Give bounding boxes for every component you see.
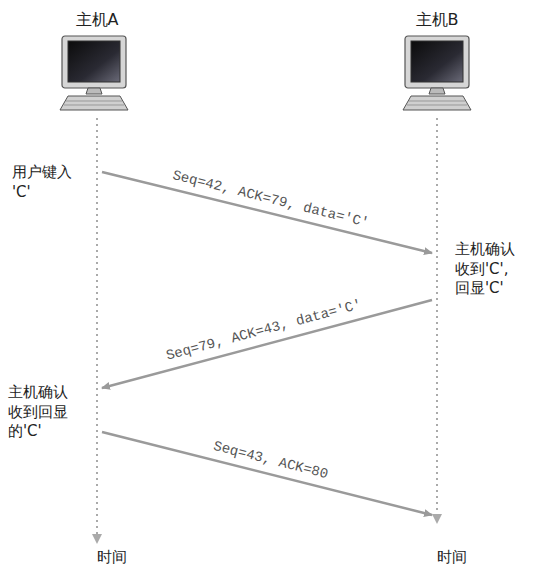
event-note: 用户键入 'C' (12, 163, 84, 202)
event-note: 主机确认 收到'C', 回显'C' (455, 240, 527, 299)
segment-arrow (102, 432, 432, 515)
host-name: 主机B (416, 10, 459, 31)
host-lifeline: 主机B (432, 118, 442, 518)
timeline (436, 118, 438, 514)
time-label: 时间 (422, 548, 482, 568)
segment-arrow (102, 300, 432, 388)
host-name: 主机A (76, 10, 119, 31)
timeline-arrowhead (432, 514, 442, 524)
event-note: 主机确认 收到回显 的'C' (8, 383, 80, 442)
timeline-arrowhead (92, 534, 102, 544)
time-label: 时间 (82, 548, 142, 568)
computer-icon (403, 36, 471, 110)
host-lifeline: 主机A (92, 118, 102, 518)
computer-icon (60, 36, 128, 110)
segment-label: Seq=42, ACK=79, data='C' (171, 167, 371, 231)
timeline (96, 118, 98, 534)
segment-label: Seq=79, ACK=43, data='C' (164, 297, 363, 364)
segment-arrow (102, 172, 432, 253)
